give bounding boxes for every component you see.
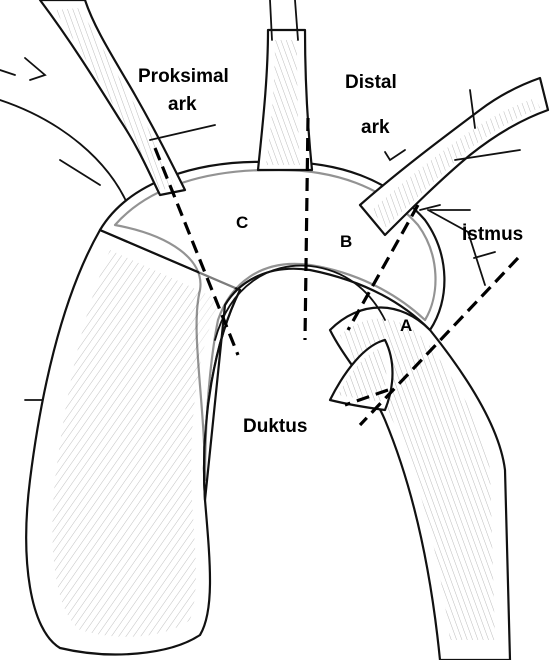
label-distal-ark: ark xyxy=(361,117,390,138)
label-distal: Distal xyxy=(345,72,397,93)
label-proksimal-ark: ark xyxy=(168,94,197,115)
left-common-carotid xyxy=(258,0,312,170)
label-segment-b: B xyxy=(340,232,352,251)
label-segment-c: C xyxy=(236,213,248,232)
label-istmus: İstmus xyxy=(462,224,523,245)
label-duktus: Duktus xyxy=(243,416,307,437)
label-segment-a: A xyxy=(400,316,412,335)
label-proksimal: Proksimal xyxy=(138,66,229,87)
